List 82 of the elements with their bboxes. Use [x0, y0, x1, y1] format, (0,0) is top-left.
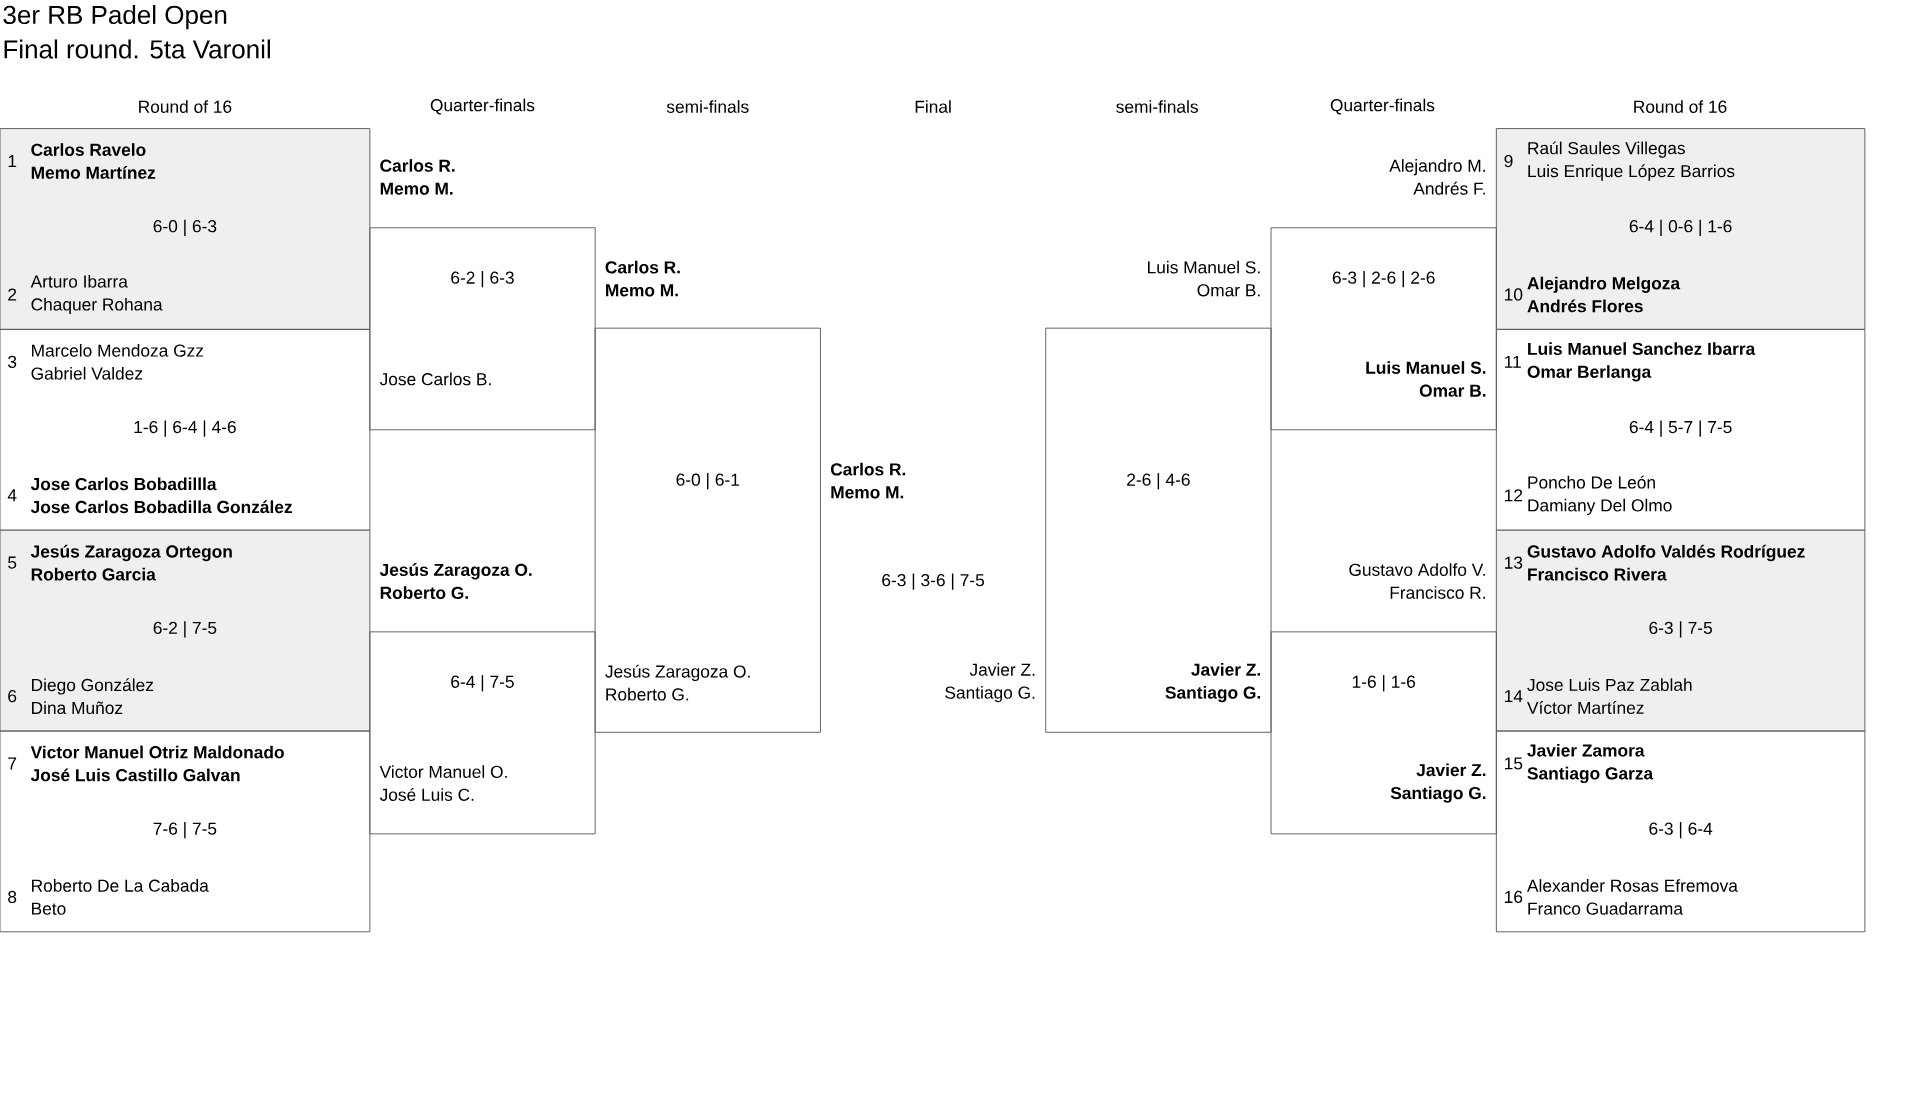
- team-name: Jose Carlos B.: [379, 372, 491, 386]
- score: 6-3 | 2-6 | 2-6: [1332, 271, 1435, 288]
- team-name: Alejandro Melgoza Andrés Flores: [1527, 276, 1681, 313]
- score: 6-2 | 6-3: [451, 271, 514, 288]
- score: 7-6 | 7-5: [153, 822, 217, 839]
- team-name: Marcelo Mendoza Gzz Gabriel Valdez: [31, 344, 204, 380]
- score: 6-3 | 7-5: [1649, 621, 1712, 638]
- score: 1-6 | 1-6: [1352, 675, 1416, 692]
- match-box: [1270, 159, 1497, 431]
- match-box: [1495, 128, 1866, 331]
- team-name: Alejandro M. Andrés F.: [1389, 159, 1485, 195]
- score: 6-2 | 7-5: [153, 621, 217, 638]
- seed-number: 16: [1505, 891, 1523, 904]
- match-box: [369, 563, 596, 835]
- team-name: Gustavo Adolfo V. Francisco R.: [1349, 563, 1485, 600]
- score: 6-3 | 6-4: [1649, 822, 1713, 839]
- seed-number: 9: [1504, 155, 1513, 168]
- seed-number: 1: [8, 155, 17, 168]
- match-box: [1045, 260, 1272, 733]
- match-box: [0, 529, 371, 732]
- seed-number: 5: [8, 556, 17, 569]
- score: 1-6 | 6-4 | 4-6: [134, 420, 236, 437]
- column-header: Round of 16: [1634, 100, 1727, 114]
- score: 6-4 | 0-6 | 1-6: [1629, 219, 1732, 237]
- team-name: Luis Manuel S. Omar B.: [1366, 361, 1486, 397]
- seed-number: 10: [1505, 288, 1523, 301]
- seed-number: 2: [8, 288, 17, 301]
- team-name: Carlos Ravelo Memo Martínez: [31, 143, 156, 180]
- team-name: Jesús Zaragoza Ortegon Roberto Garcia: [30, 544, 232, 581]
- score: 6-4 | 5-7 | 7-5: [1629, 420, 1732, 437]
- team-name: Jose Luis Paz Zablah Víctor Martínez: [1527, 678, 1692, 715]
- team-name: Poncho De León Damiany Del Olmo: [1528, 475, 1672, 516]
- team-name: Jesús Zaragoza O. Roberto G.: [605, 664, 750, 701]
- team-name: Arturo Ibarra Chaquer Rohana: [30, 275, 163, 315]
- subtitle: Final round. 5ta Varonil: [4, 39, 270, 59]
- team-name: Luis Manuel S. Omar B.: [1148, 260, 1260, 297]
- column-header: Round of 16: [139, 100, 232, 114]
- seed-number: 13: [1505, 556, 1523, 569]
- team-name: Javier Z. Santiago G.: [1165, 663, 1261, 703]
- score: 6-0 | 6-3: [153, 219, 217, 237]
- team-name: Roberto De La Cabada Beto: [32, 879, 209, 915]
- seed-number: 6: [8, 690, 17, 703]
- seed-number: 7: [8, 757, 17, 770]
- score: 6-0 | 6-1: [676, 473, 740, 490]
- team-name: Carlos R. Memo M.: [830, 463, 906, 499]
- score: 2-6 | 4-6: [1127, 473, 1190, 490]
- match-box: [594, 260, 821, 733]
- seed-number: 4: [7, 489, 17, 502]
- column-header: semi-finals: [666, 100, 749, 114]
- match-box: [0, 730, 371, 933]
- column-header: Quarter-finals: [430, 98, 535, 115]
- match-box: [1495, 529, 1866, 732]
- team-name: Javier Z. Santiago G.: [1390, 763, 1486, 803]
- team-name: Raúl Saules Villegas Luis Enrique López Barrios: [1528, 141, 1735, 181]
- team-name: Victor Manuel O. José Luis C.: [379, 765, 507, 802]
- team-name: Luis Manuel Sanchez Ibarra Omar Berlanga: [1527, 342, 1756, 382]
- match-box: [1495, 730, 1866, 933]
- team-name: Jesús Zaragoza O. Roberto G.: [379, 563, 532, 600]
- seed-number: 8: [8, 891, 17, 904]
- score: 6-3 | 3-6 | 7-5: [882, 573, 985, 590]
- column-header: Quarter-finals: [1330, 98, 1435, 115]
- team-name: Victor Manuel Otriz Maldonado José Luis Castillo Galvan: [30, 745, 284, 782]
- title: 3er RB Padel Open: [3, 5, 227, 30]
- match-box: [0, 128, 371, 331]
- team-name: Diego González Dina Muñoz: [32, 678, 154, 715]
- team-name: Javier Zamora Santiago Garza: [1527, 744, 1654, 784]
- score: 6-4 | 7-5: [451, 675, 514, 692]
- match-box: [369, 159, 596, 431]
- team-name: Gustavo Adolfo Valdés Rodríguez Francisco Rivera: [1527, 544, 1805, 581]
- seed-number: 3: [8, 355, 17, 369]
- seed-number: 14: [1505, 690, 1523, 703]
- team-name: Alexander Rosas Efremova Franco Guadarrama: [1527, 879, 1738, 915]
- column-header: semi-finals: [1116, 100, 1198, 114]
- team-name: Javier Z. Santiago G.: [945, 663, 1035, 703]
- column-header: Final: [915, 100, 951, 114]
- team-name: Carlos R. Memo M.: [380, 159, 455, 195]
- seed-number: 12: [1505, 489, 1523, 502]
- seed-number: 15: [1505, 757, 1523, 770]
- team-name: Carlos R. Memo M.: [605, 260, 680, 297]
- seed-number: 11: [1505, 356, 1521, 368]
- match-box: [1270, 563, 1497, 835]
- team-name: Jose Carlos Bobadillla Jose Carlos Bobadilla González: [30, 477, 292, 514]
